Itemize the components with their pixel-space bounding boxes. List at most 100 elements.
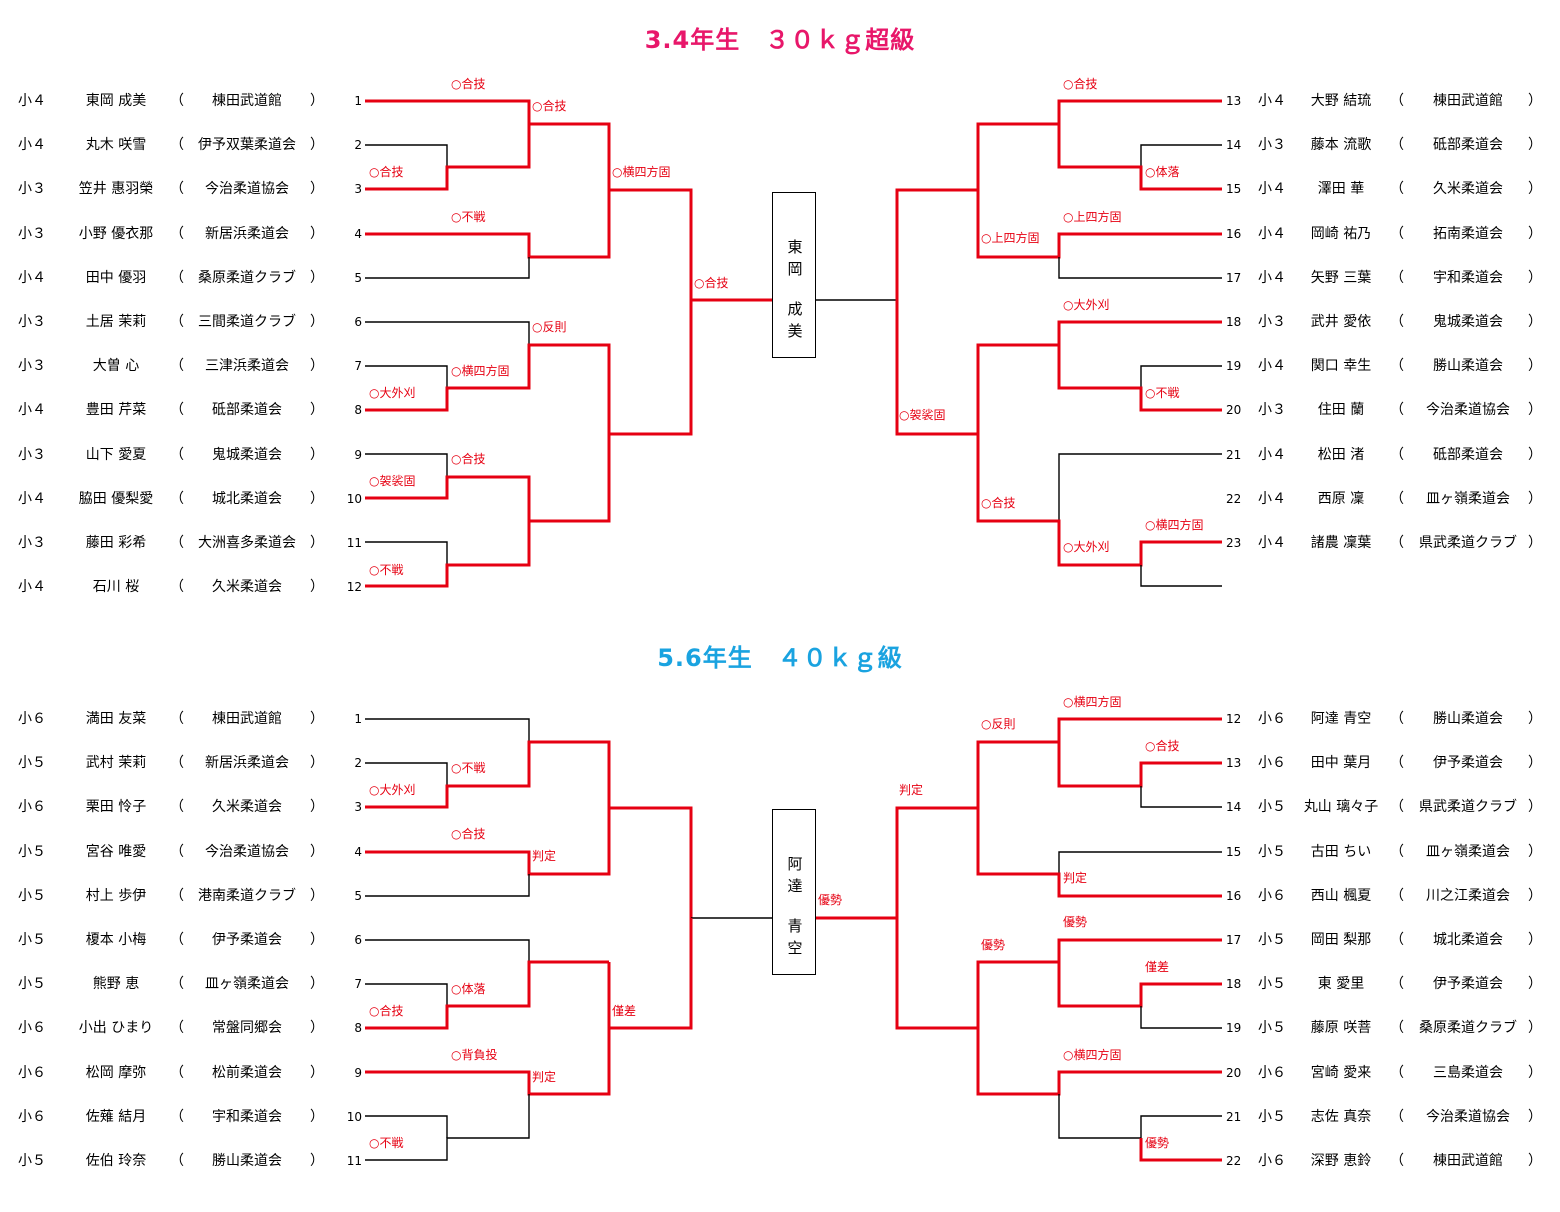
paren-open: （ — [1390, 314, 1404, 330]
paren-close: ） — [310, 358, 324, 375]
paren-close: ） — [310, 843, 324, 860]
result-label: ○横四方固 — [612, 165, 671, 179]
entrant-club: 川之江柔道会 — [1426, 887, 1510, 904]
entrant-club: 三津浜柔道会 — [205, 358, 289, 375]
winner-path — [365, 808, 611, 876]
entrant-num: 19 — [1226, 1021, 1242, 1036]
paren-open: （ — [170, 976, 184, 993]
bracket-line — [365, 1094, 530, 1161]
entrant-num: 16 — [1226, 226, 1242, 241]
entrant-club: 城北柔道会 — [212, 490, 282, 507]
paren-open: （ — [1390, 711, 1404, 727]
paren-open: （ — [170, 932, 184, 948]
entrant-num: 3 — [354, 800, 362, 815]
entrant-club: 拓南柔道会 — [1433, 225, 1503, 242]
bracket-line — [1058, 1094, 1222, 1139]
entrant-club: 新居浜柔道会 — [205, 225, 289, 242]
entrant-grade: 小３ — [1258, 314, 1286, 330]
entrant-num: 15 — [1226, 844, 1242, 859]
entrant-num: 22 — [1226, 491, 1242, 506]
bracket-title-1: 3.4年生 ３０ｋｇ超級 — [644, 26, 916, 54]
entrant-grade: 小４ — [1258, 93, 1286, 109]
entrant-club: 桑原柔道クラブ — [1419, 1020, 1517, 1037]
bracket-line — [365, 321, 530, 345]
paren-open: （ — [170, 446, 184, 463]
entrant-num: 8 — [354, 403, 362, 418]
champion-char: 達 — [787, 877, 803, 895]
winner-path — [895, 717, 1222, 918]
champion-box-1: 東 岡 成 美 — [772, 192, 816, 358]
paren-open: （ — [1390, 181, 1404, 198]
entrant-grade: 小３ — [18, 535, 46, 551]
result-label: ○横四方固 — [1063, 1048, 1122, 1062]
entrant-num: 4 — [354, 226, 362, 241]
result-label: ○袈裟固 — [369, 474, 416, 488]
entrant-club: 砥部柔道会 — [1433, 137, 1503, 154]
paren-close: ） — [310, 181, 324, 198]
paren-close: ） — [310, 887, 324, 904]
entrant-club: 県武柔道クラブ — [1419, 535, 1517, 551]
winner-path — [1057, 124, 1222, 191]
entrant-grade: 小５ — [1258, 799, 1286, 816]
result-label: 判定 — [1063, 871, 1088, 885]
entrant-name: 松岡 摩弥 — [85, 1064, 147, 1081]
entrant-club: 久米柔道会 — [1433, 181, 1503, 198]
winner-path — [1057, 742, 1222, 788]
result-label: ○合技 — [981, 496, 1016, 510]
paren-close: ） — [1528, 93, 1542, 109]
bracket-line — [1058, 851, 1222, 874]
entrant-grade: 小４ — [18, 269, 46, 286]
entrant-name: 丸木 咲雪 — [85, 137, 147, 154]
result-label: 優勢 — [818, 893, 843, 907]
result-label: ○不戦 — [369, 563, 404, 577]
result-label: ○横四方固 — [1145, 518, 1204, 532]
result-label: ○体落 — [451, 982, 486, 996]
bracket-line — [365, 983, 448, 1006]
result-label: ○不戦 — [451, 761, 486, 775]
paren-open: （ — [170, 1064, 184, 1081]
result-label: 優勢 — [1145, 1136, 1170, 1150]
entrant-name: 古田 ちい — [1310, 843, 1372, 860]
result-label: ○合技 — [369, 1004, 404, 1018]
entrant-name: 西原 凜 — [1317, 490, 1365, 507]
result-label: 判定 — [532, 1070, 557, 1084]
winner-path — [365, 434, 611, 523]
entrant-name: 大野 結琉 — [1310, 93, 1372, 109]
result-label: 判定 — [532, 849, 557, 863]
entrant-club: 砥部柔道会 — [1433, 446, 1503, 463]
entrant-club: 港南柔道クラブ — [198, 887, 296, 904]
paren-open: （ — [170, 579, 184, 596]
result-label: ○合技 — [451, 452, 486, 466]
paren-open: （ — [170, 535, 184, 551]
paren-close: ） — [1528, 755, 1542, 772]
paren-open: （ — [170, 181, 184, 198]
entrant-grade: 小５ — [18, 1153, 46, 1169]
entrant-name: 岡田 梨那 — [1310, 932, 1372, 948]
entrant-num: 4 — [354, 844, 362, 859]
result-label: 僅差 — [612, 1004, 637, 1018]
entrant-grade: 小４ — [1258, 490, 1286, 507]
paren-open: （ — [170, 402, 184, 419]
paren-open: （ — [1390, 1153, 1404, 1169]
winner-path — [1057, 345, 1222, 412]
entrant-grade: 小５ — [1258, 976, 1286, 993]
entrant-grade: 小４ — [1258, 446, 1286, 463]
entrant-club: 砥部柔道会 — [212, 402, 282, 419]
paren-open: （ — [170, 358, 184, 375]
bracket-line — [365, 1115, 448, 1138]
winner-path — [976, 808, 1222, 898]
result-label: ○合技 — [451, 827, 486, 841]
entrant-grade: 小５ — [1258, 932, 1286, 948]
bracket-line — [365, 257, 530, 279]
entrant-club: 県武柔道クラブ — [1419, 799, 1517, 816]
entrant-grade: 小４ — [1258, 358, 1286, 375]
